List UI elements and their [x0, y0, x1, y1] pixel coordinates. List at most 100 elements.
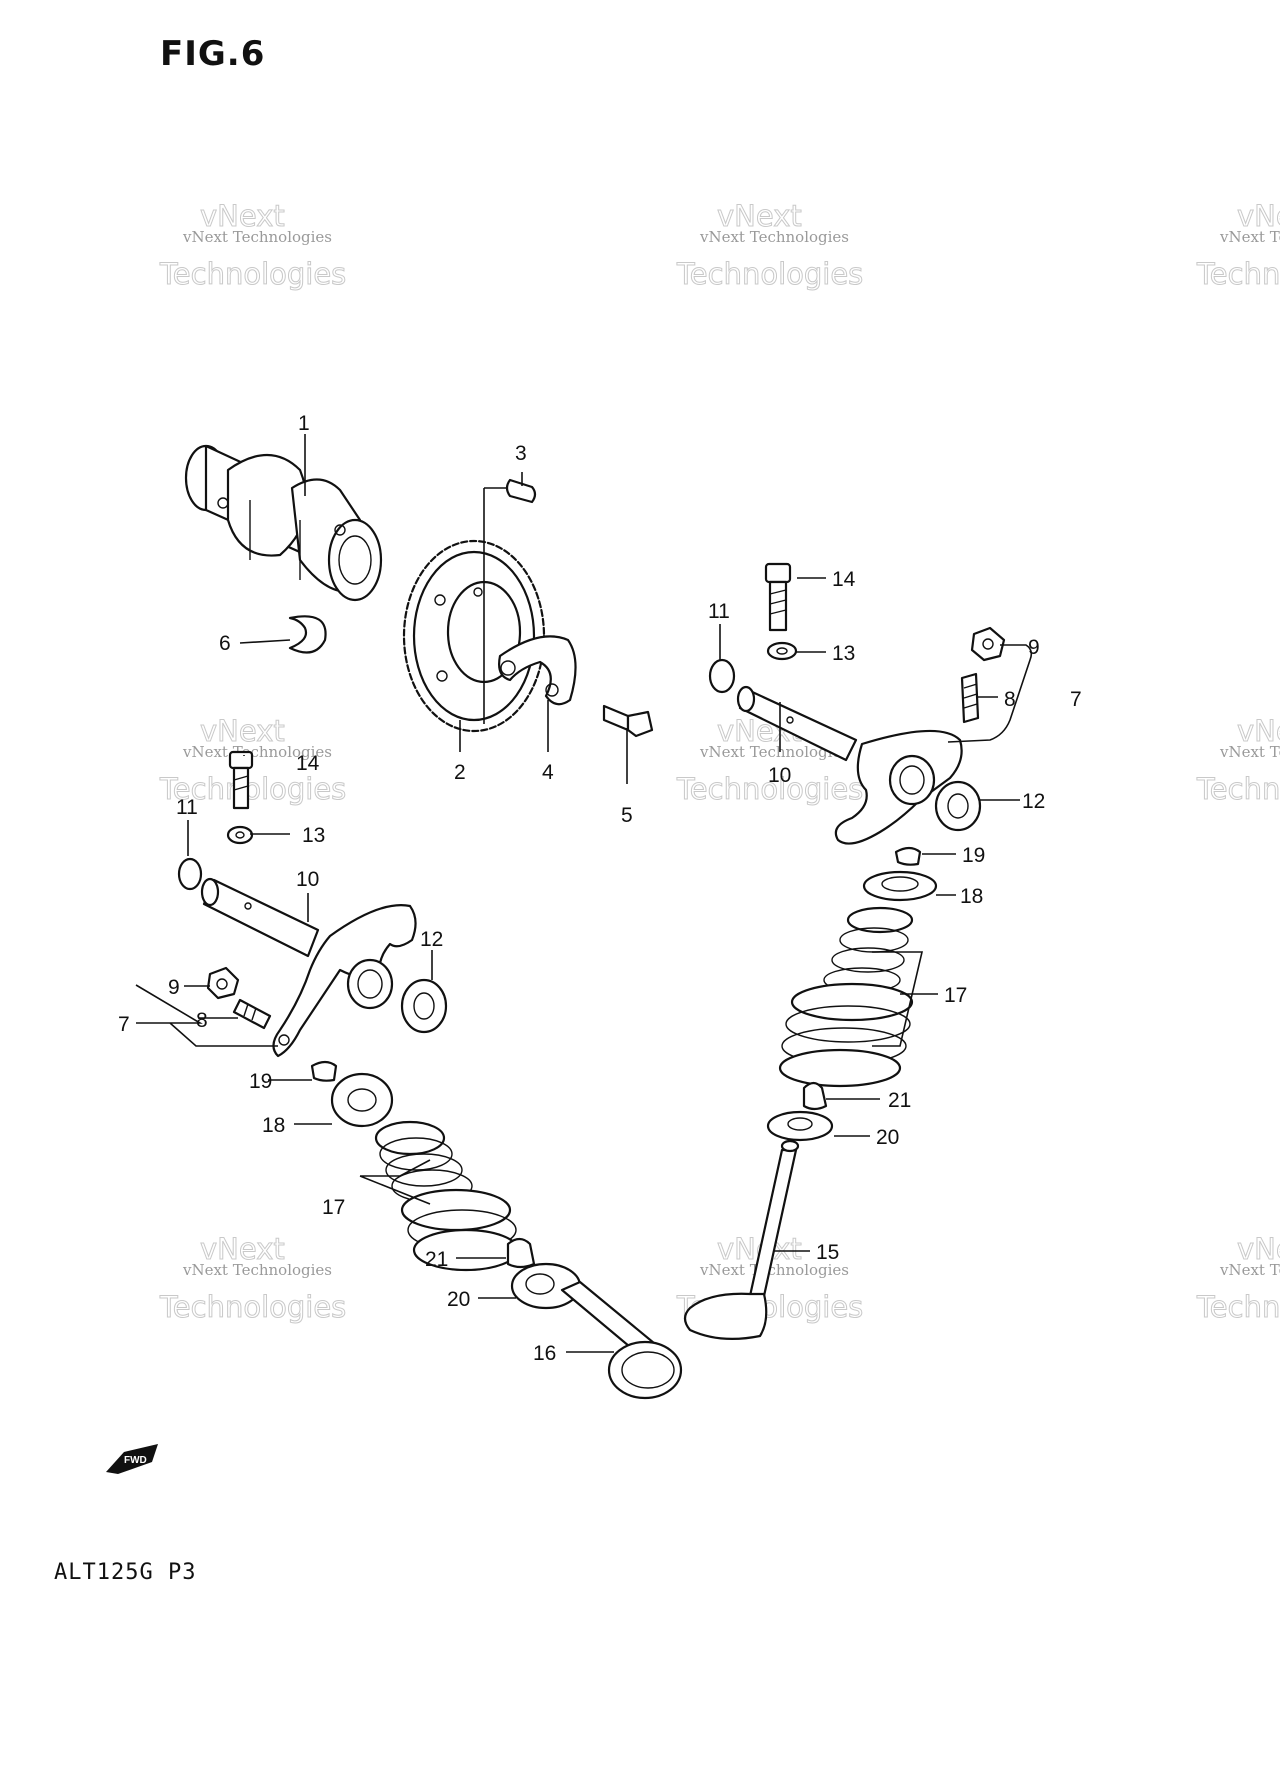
watermark-mid-left: vNext vNext Technologies Technologies: [159, 714, 347, 807]
callout-6: 6: [219, 632, 231, 655]
callout-15: 15: [816, 1241, 839, 1264]
callout-11-left: 11: [176, 796, 198, 819]
nut-9-left: [206, 966, 240, 1000]
rocker-bolt-right: [764, 562, 792, 632]
callout-10-left: 10: [296, 868, 319, 891]
svg-text:vNext Technologies: vNext Technologies: [699, 228, 849, 246]
svg-text:vNext: vNext: [1237, 714, 1280, 748]
svg-text:Technologies: Technologies: [159, 257, 346, 291]
spring-17-right: [778, 906, 914, 1088]
retainer-18-left: [330, 1072, 394, 1128]
seal-21-right: [802, 1081, 828, 1111]
watermark-bottom-right: vNext vNext Technologies Technologies: [1196, 1232, 1280, 1325]
rocker-arm-7-left: [272, 904, 417, 1058]
callout-2: 2: [454, 761, 466, 784]
intake-valve-16: [560, 1280, 683, 1400]
rocker-shaft-10-left: [200, 877, 320, 958]
watermark-top-left: vNext vNext Technologies Technologies: [159, 199, 347, 292]
adjust-screw-8-right: [960, 672, 980, 724]
svg-text:Technologies: Technologies: [1196, 772, 1280, 806]
svg-text:vNext Technologies: vNext Technologies: [1219, 1261, 1280, 1279]
callout-21-right: 21: [888, 1089, 911, 1112]
svg-text:Technologies: Technologies: [159, 1290, 346, 1324]
svg-text:Technologies: Technologies: [676, 257, 863, 291]
callout-21-left: 21: [425, 1248, 448, 1271]
svg-text:vNext Technologies: vNext Technologies: [182, 228, 332, 246]
svg-text:vNext: vNext: [717, 199, 802, 233]
sprocket-bolt: [602, 704, 654, 738]
washer-12-right: [934, 780, 982, 832]
svg-text:vNext: vNext: [1237, 199, 1280, 233]
svg-text:Technologies: Technologies: [1196, 1290, 1280, 1324]
svg-text:Technologies: Technologies: [1196, 257, 1280, 291]
callout-19-right: 19: [962, 844, 985, 867]
callout-14-left: 14: [296, 752, 320, 775]
spring-17-left: [374, 1120, 520, 1272]
svg-text:Technologies: Technologies: [676, 772, 863, 806]
callout-7-left: 7: [118, 1013, 130, 1036]
callout-11-right: 11: [708, 600, 730, 623]
watermark-top-right: vNext vNext Technologies Technologies: [1196, 199, 1280, 292]
callout-1: 1: [298, 412, 310, 435]
svg-text:vNext Technologies: vNext Technologies: [1219, 743, 1280, 761]
svg-text:vNext Technologies: vNext Technologies: [182, 1261, 332, 1279]
svg-text:vNext Technologies: vNext Technologies: [699, 1261, 849, 1279]
callout-3: 3: [515, 442, 527, 465]
watermark-bottom-left: vNext vNext Technologies Technologies: [159, 1232, 347, 1325]
camshaft: [184, 444, 383, 602]
callout-20-left: 20: [447, 1288, 470, 1311]
fwd-label: FWD: [124, 1455, 147, 1466]
seal-21-left: [506, 1237, 536, 1269]
figure-title: FIG.6: [160, 34, 266, 74]
callout-13-right: 13: [832, 642, 855, 665]
callout-12-left: 12: [420, 928, 443, 951]
callout-18-right: 18: [960, 885, 983, 908]
rocker-arm-7-right: [834, 729, 963, 845]
callout-19-left: 19: [249, 1070, 272, 1093]
o-ring-11-right: [708, 658, 736, 694]
callout-12-right: 12: [1022, 790, 1045, 813]
svg-text:vNext Technologies: vNext Technologies: [1219, 228, 1280, 246]
watermark-mid-center: vNext vNext Technologies Technologies: [676, 714, 864, 807]
leader-lines: [135, 434, 1033, 1353]
o-ring-11-left: [177, 857, 203, 891]
washer-13-left: [226, 825, 254, 845]
cam-sprocket: [402, 539, 546, 733]
fwd-arrow-icon: FWD: [106, 1444, 158, 1474]
watermark-top-center: vNext vNext Technologies Technologies: [676, 199, 864, 292]
watermark-mid-right: vNext vNext Technologies Technologies: [1196, 714, 1280, 807]
callout-10-right: 10: [768, 764, 791, 787]
callouts: 1 3 2 4 5 6 14 13 11 10 9 8 7 12 19 18 1…: [118, 412, 1082, 1365]
adjust-screw-8-left: [232, 998, 272, 1030]
callout-9-right: 9: [1028, 636, 1040, 659]
seat-20-left: [510, 1262, 582, 1310]
washer-12-left: [400, 978, 448, 1034]
svg-text:Technologies: Technologies: [159, 772, 346, 806]
svg-text:vNext Technologies: vNext Technologies: [182, 743, 332, 761]
callout-4: 4: [542, 761, 554, 784]
exhaust-valve-15: [683, 1139, 800, 1340]
svg-text:vNext Technologies: vNext Technologies: [699, 743, 849, 761]
svg-text:vNext: vNext: [200, 199, 285, 233]
callout-8-left: 8: [196, 1009, 208, 1032]
seat-20-right: [766, 1110, 834, 1142]
svg-text:vNext: vNext: [200, 714, 285, 748]
callout-9-left: 9: [168, 976, 180, 999]
nut-9-right: [970, 626, 1006, 662]
callout-5: 5: [621, 804, 633, 827]
rocker-shaft-10-right: [736, 685, 858, 762]
callout-13-left: 13: [302, 824, 325, 847]
svg-text:vNext: vNext: [200, 1232, 285, 1266]
callout-20-right: 20: [876, 1126, 899, 1149]
callout-7-right: 7: [1070, 688, 1082, 711]
rocker-bolt-left: [228, 750, 254, 810]
washer-13-right: [766, 641, 798, 661]
camshaft-clip: [288, 615, 327, 654]
callout-17-left: 17: [322, 1196, 345, 1219]
cotter-19-right: [894, 846, 922, 866]
callout-8-right: 8: [1004, 688, 1016, 711]
callout-14-right: 14: [832, 568, 856, 591]
svg-text:vNext: vNext: [1237, 1232, 1280, 1266]
retainer-18-right: [862, 870, 938, 902]
